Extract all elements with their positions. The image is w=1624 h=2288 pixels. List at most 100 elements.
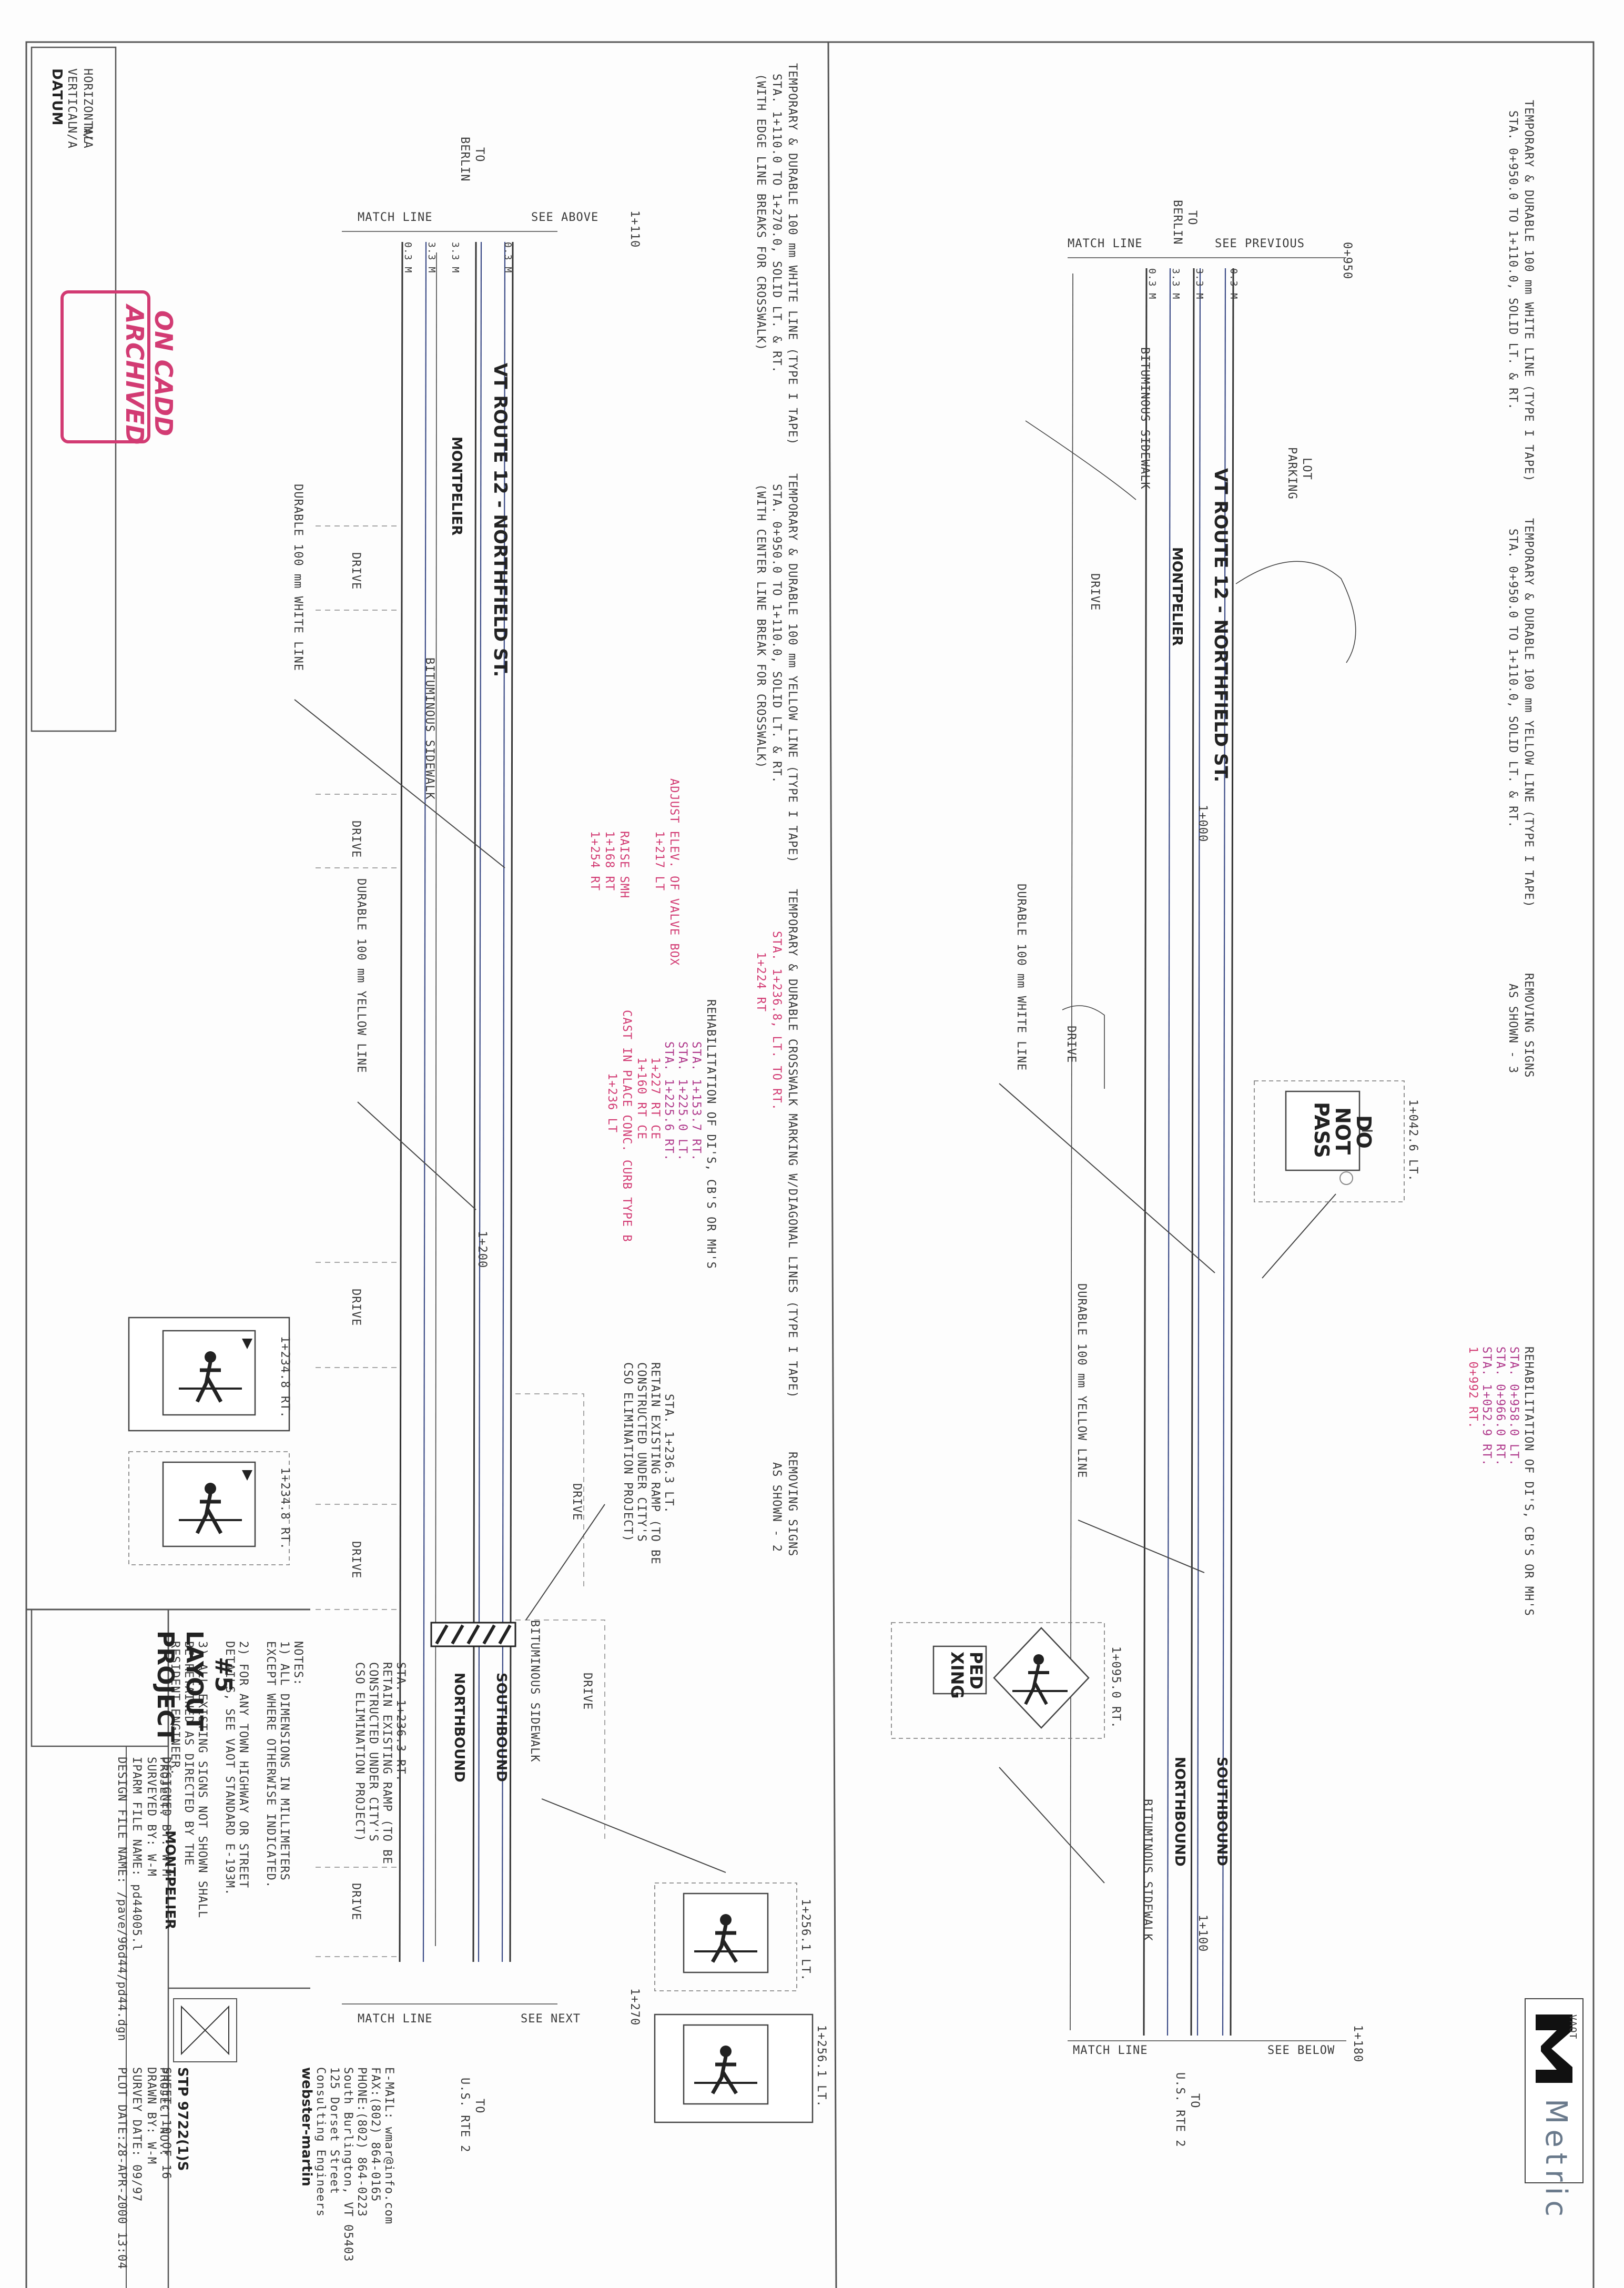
note-item: EXCEPT WHERE OTHERWISE INDICATED. [264,1641,277,1888]
bottom-durable-white: DURABLE 100 mm WHITE LINE [291,484,304,671]
bottom-match-top: MATCH LINE SEE ABOVE [358,211,598,224]
top-sidewalk-a: BITUMINOUS SIDEWALK [1138,347,1151,490]
town-label: MONTPELIER [449,437,464,535]
sheet-border [25,41,1595,2288]
ramp-line: CSO ELIMINATION PROJECT) [353,1662,366,1842]
retain-ramp-b: STA. 1+236.3 RT. RETAIN EXISTING RAMP (T… [353,1662,407,1865]
firm-line: South Burlington, VT 05403 [341,2067,354,2262]
archived-stamp-text: ARCHIVED ON CADD [120,303,178,445]
project-name: MONTPELIER [162,1830,178,1929]
datum: DATUM VERTICAL N/A HORIZONTAL N/A [49,68,94,149]
drive-text: DRIVE [349,821,362,858]
rehab-item: STA. 1+225.0 LT. [676,1041,689,1161]
sign-sta: 1+234.8 RT. [278,1467,291,1550]
note-line: (WITH EDGE LINE BREAKS FOR CROSSWALK) [754,74,767,351]
sta-label: 1+200 [475,1231,489,1268]
firm-line: Consulting Engineers [314,2067,327,2217]
top-match-top: MATCH LINE SEE PREVIOUS [1068,237,1304,250]
cast-curb-sta: 1+236 LT [605,1073,618,1133]
sign-sta-a: 1+234.8 RT. [278,1336,291,1419]
road-name: VT ROUTE 12 - NORTHFIELD ST. [1210,468,1231,782]
top-northbound: NORTHBOUND [1172,1757,1187,1867]
us2-label: U.S. RTE 2 [1173,2072,1186,2147]
drive-text: DRIVE [1088,573,1101,611]
top-town: MONTPELIER [1169,547,1185,646]
bottom-southbound: SOUTHBOUND [493,1673,509,1782]
drive-label: DRIVE [1064,1026,1078,1063]
bottom-rehab: REHABILITATION OF DI'S, CB'S OR MH'S STA… [635,999,717,1269]
xing-line: XING [947,1652,967,1699]
center-line-b [1196,268,1201,2036]
leader-white [999,1083,1215,1273]
notes: NOTES: 1) ALL DIMENSIONS IN MILLIMETERS … [168,1641,304,1918]
ped-sign-group-d [654,2013,814,2123]
durable-white-label: DURABLE 100 mm WHITE LINE [291,484,304,671]
northbound-label: NORTHBOUND [451,1673,467,1783]
parking-label: PARKING [1285,447,1298,500]
lane-dim: 3.3 M [450,242,461,273]
datum-title: DATUM [49,68,65,126]
plot-date: PLOT DATE:28-APR-2000 13:04 [115,2067,128,2270]
sign-sta: 1+256.1 LT. [799,1899,812,1981]
top-road-name: VT ROUTE 12 - NORTHFIELD ST. [1210,468,1231,782]
drive-text: DRIVE [349,1883,362,1920]
leader-ramp [525,1504,605,1621]
rehab-item: STA. 1+153.7 RT. [689,1041,703,1161]
bottom-to-berlin: TO BERLIN [458,137,486,181]
project-layout-title: PROJECT LAYOUT #5 [152,1631,237,1742]
dnp-line: PASS [1310,1102,1333,1158]
panel-divider [827,42,837,2288]
sta-label: 1+000 [1196,805,1209,842]
top-white-line-note: TEMPORARY & DURABLE 100 mm WHITE LINE (T… [1506,100,1535,482]
rehab-item: 1 0+992 RT. [1466,1347,1479,1429]
top-sidewalk-b: BITUMINOUS SIDEWALK [1141,1799,1154,1941]
to-label: TO [1188,2093,1201,2109]
removing-signs-title: REMOVING SIGNS [786,1452,799,1556]
sheet-no: SHEET: 10 OF 16 [159,2067,172,2180]
ped-line: PED [966,1652,986,1689]
northbound-label: NORTHBOUND [1172,1757,1187,1867]
notes-title: NOTES: [291,1641,304,1686]
edge-line-white [1166,268,1171,2036]
edge-line-right [1222,268,1226,2036]
edge-line-right [501,241,506,1962]
top-match-bottom: MATCH LINE SEE BELOW [1073,2044,1334,2057]
firm-line: E-MAIL: wmar@info.com [382,2067,395,2224]
project-layout-line: LAYOUT [181,1631,208,1731]
dnp-line: DO [1352,1115,1375,1149]
drive-curve [1062,1005,1105,1089]
bottom-town: MONTPELIER [449,437,464,535]
vaot-label: VAOT [1567,2014,1578,2039]
file-info: DESIGN FILE NAME: /pave/96d44/pd44.dgn I… [115,1757,172,2041]
plot-info: PLOT DATE:28-APR-2000 13:04 SURVEY DATE:… [115,2067,172,2270]
note-line: TEMPORARY & DURABLE CROSSWALK MARKING W/… [786,889,799,1399]
firm-name: webster-martin [299,2067,314,2186]
adjust-valve-title: ADJUST ELEV. OF VALVE BOX [667,778,681,966]
top-sta-end: 1+180 [1351,2025,1364,2062]
drive-label: DRIVE [581,1673,594,1710]
note-line: (WITH CENTER LINE BREAK FOR CROSSWALK) [754,484,767,768]
drive-label: DRIVE [570,1483,583,1521]
firm-line: FAX:(802) 864-0165 [369,2067,382,2202]
bottom-durable-yellow: DURABLE 100 mm YELLOW LINE [354,878,368,1073]
bottom-removing-signs: REMOVING SIGNS AS SHOWN - 2 [770,1452,799,1556]
note-item: 2) FOR ANY TOWN HIGHWAY OR STREET [237,1641,250,1888]
iparm-file: IPARM FILE NAME: pd44005.l [130,1757,143,1951]
datum-horizontal: HORIZONTAL [81,68,94,143]
to-label: TO [473,147,486,163]
ramp-line: CSO ELIMINATION PROJECT) [621,1362,634,1542]
sta-label: 1+270 [628,1988,641,2026]
rehab-item: STA. 0+958.0 LT. [1507,1347,1520,1466]
ramp-line: CONSTRUCTED UNDER CITY'S [367,1662,380,1842]
sign-sta-c: 1+256.1 LT. [799,1899,812,1981]
drive-text: DRIVE [1064,1026,1078,1063]
project-no: STP 9722(1)S [175,2067,190,2171]
do-not-pass-text: DO NOT PASS [1310,1102,1375,1158]
top-yellow-line-note: TEMPORARY & DURABLE 100 mm YELLOW LINE (… [1506,518,1535,908]
ramp-line: RETAIN EXISTING RAMP (TO BE [648,1362,662,1565]
top-sta-mid: 1+000 [1196,805,1209,842]
note-item: DETAILS, SEE VAOT STANDARD E-193M. [223,1641,236,1896]
design-file: DESIGN FILE NAME: /pave/96d44/pd44.dgn [115,1757,128,2041]
